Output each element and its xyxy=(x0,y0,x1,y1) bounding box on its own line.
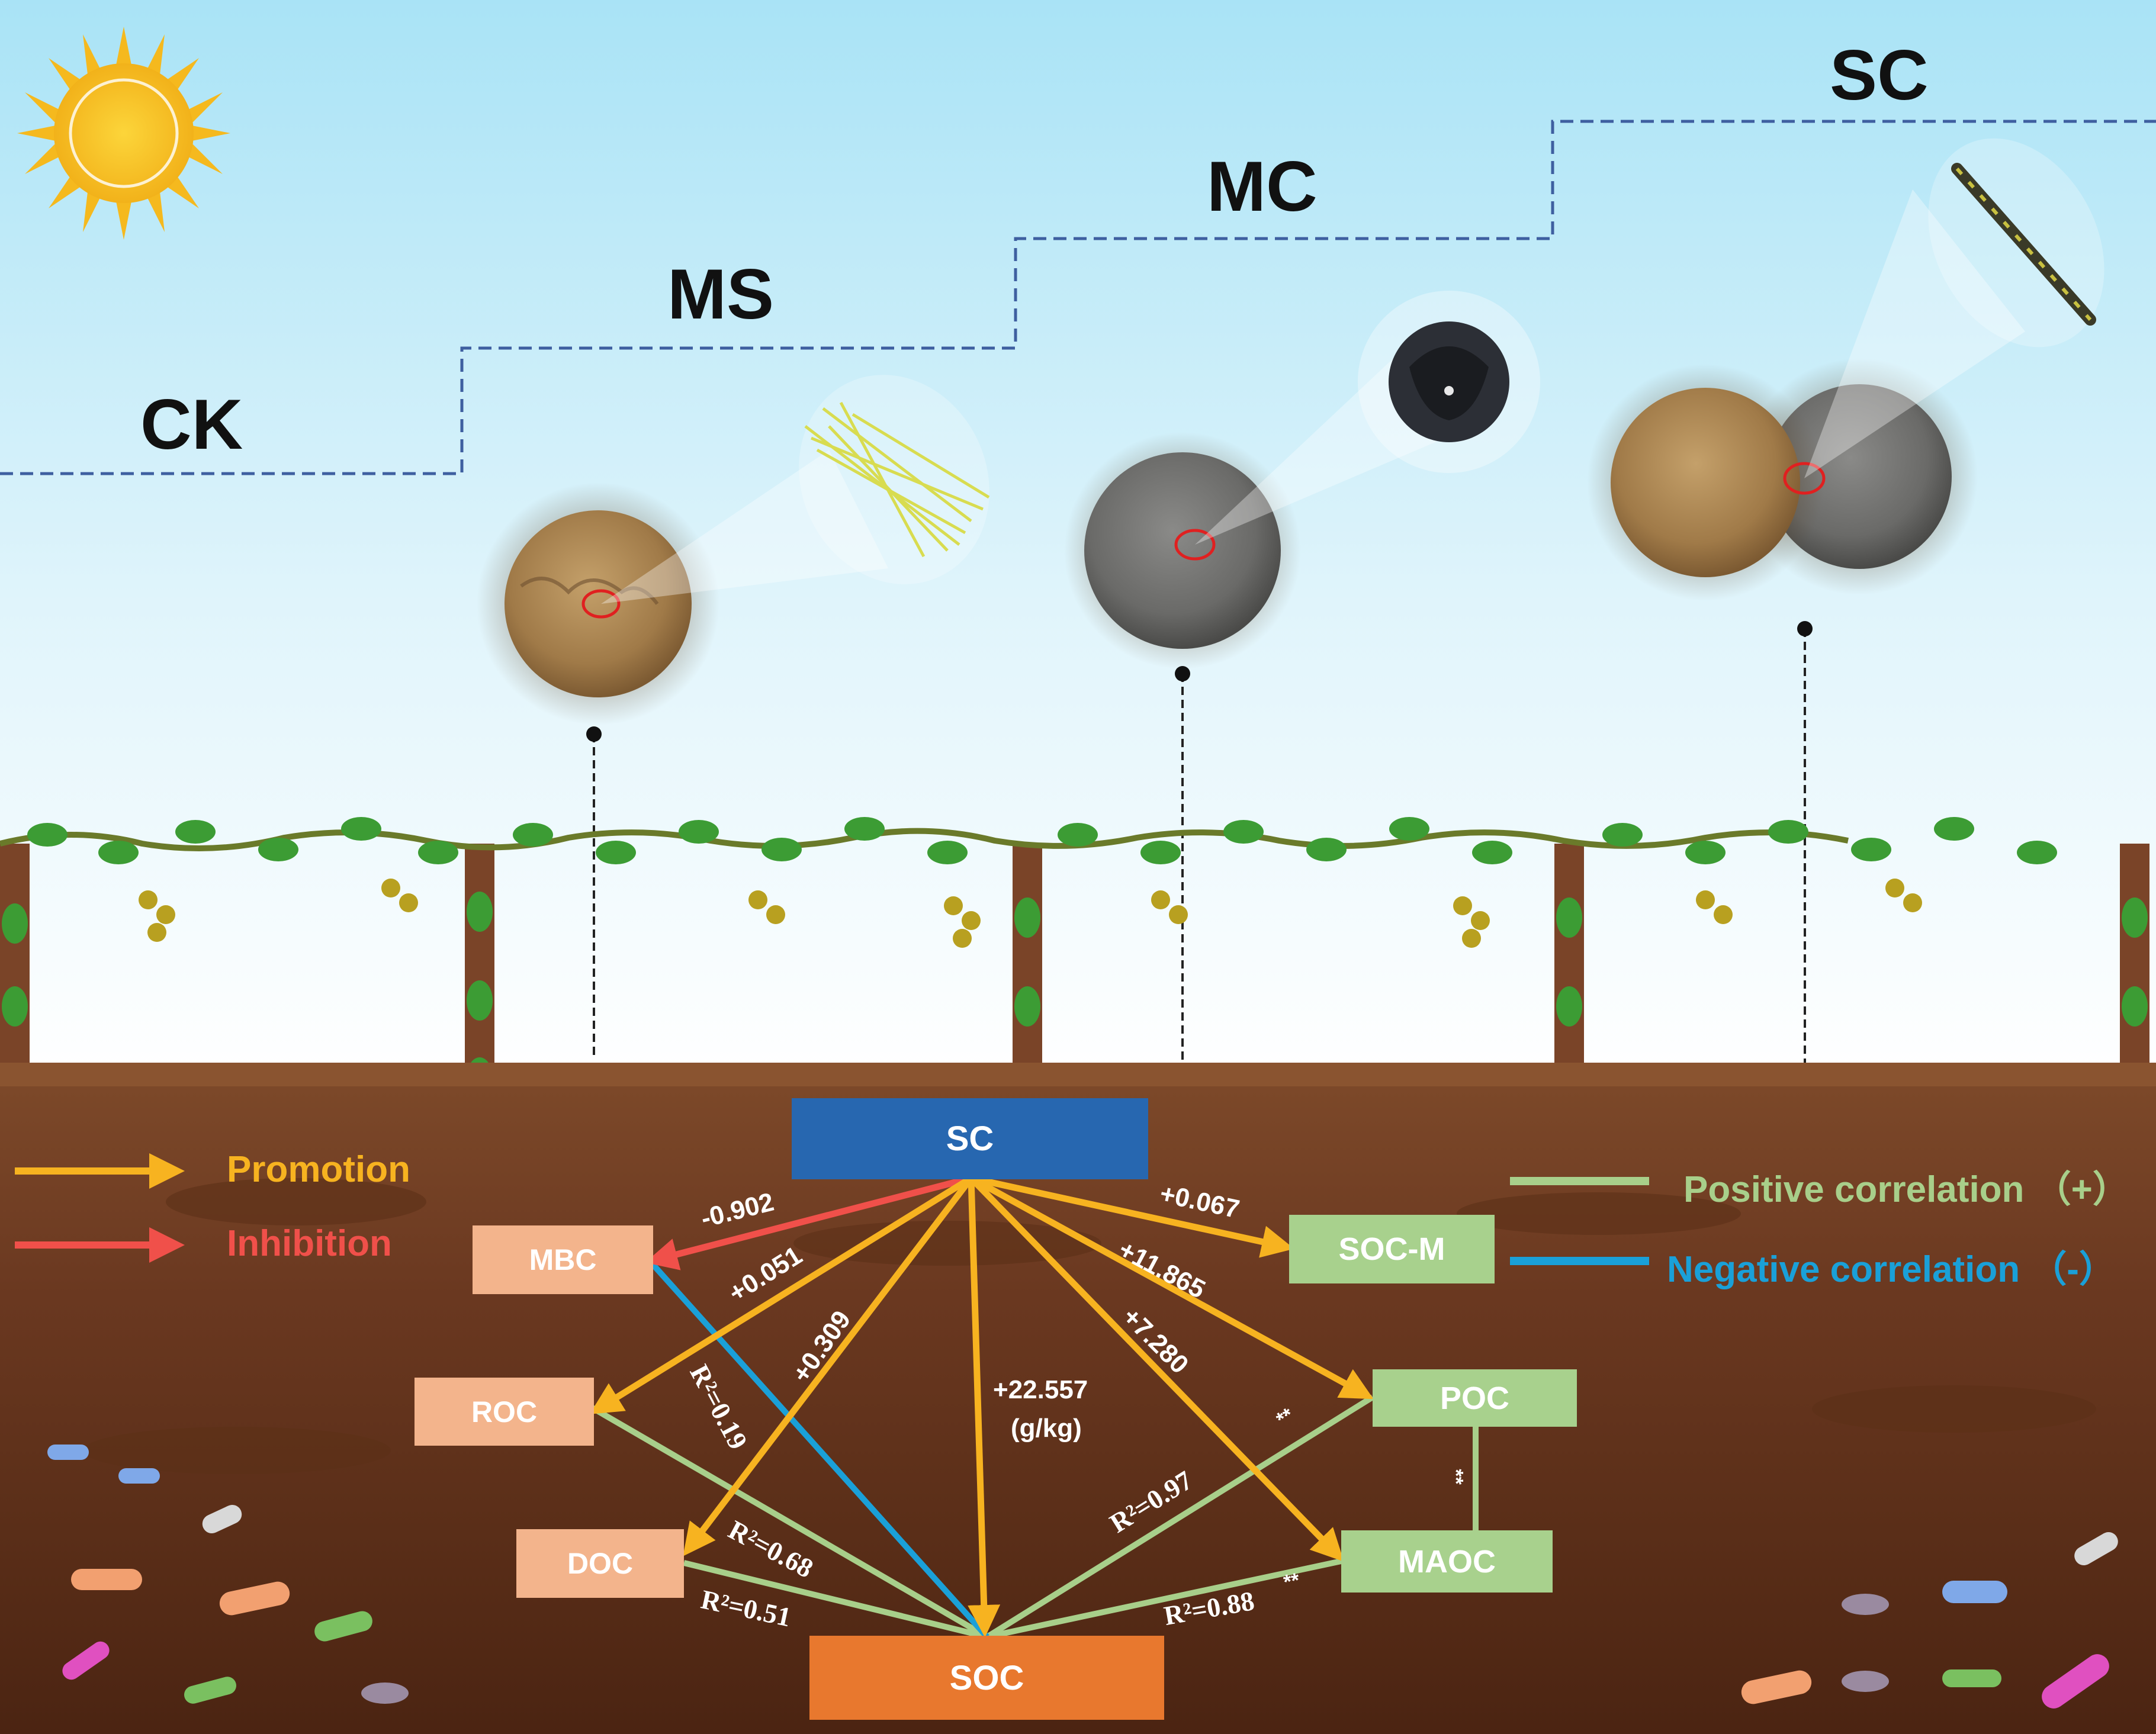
vine-trellis xyxy=(0,817,2149,1098)
legend-swatches xyxy=(15,1153,1649,1265)
node-soc-m: SOC-M xyxy=(1289,1215,1495,1283)
node-mbc: MBC xyxy=(473,1225,653,1294)
legend-inhibition: Inhibition xyxy=(227,1223,392,1264)
mc-soil-sample xyxy=(1064,291,1540,669)
sun-icon xyxy=(17,27,230,240)
stage-label-sc: SC xyxy=(1830,36,1929,115)
node-doc: DOC xyxy=(516,1529,684,1598)
node-soc: SOC xyxy=(809,1636,1164,1720)
biochar-particle-icon xyxy=(1389,321,1509,442)
ms-soil-sample xyxy=(477,375,990,725)
corr-sig-poc-maoc: ** xyxy=(1444,1469,1467,1485)
node-poc: POC xyxy=(1373,1369,1577,1427)
biochar-rod-icon xyxy=(1951,163,2096,326)
legend-positive: Positive correlation （+） xyxy=(1683,1169,2129,1210)
bacteria-icon xyxy=(47,1445,2118,1709)
node-sc: SC xyxy=(792,1098,1148,1179)
effect-arrows xyxy=(589,1175,1374,1638)
stage-label-mc: MC xyxy=(1207,147,1318,226)
stage-label-ck: CK xyxy=(140,385,243,464)
node-roc: ROC xyxy=(415,1378,594,1446)
node-maoc: MAOC xyxy=(1341,1530,1553,1593)
stage-label-ms: MS xyxy=(667,255,774,334)
sc-soil-sample xyxy=(1587,138,2104,601)
correlation-lines xyxy=(590,1260,1479,1640)
legend-promotion: Promotion xyxy=(227,1149,410,1190)
stage-step-line xyxy=(0,120,2156,475)
effect-label-soc: +22.557 xyxy=(993,1375,1088,1404)
legend-negative: Negative correlation （-） xyxy=(1667,1249,2116,1290)
effect-unit-soc: (g/kg) xyxy=(1011,1414,1082,1443)
straw-icon xyxy=(804,401,990,558)
